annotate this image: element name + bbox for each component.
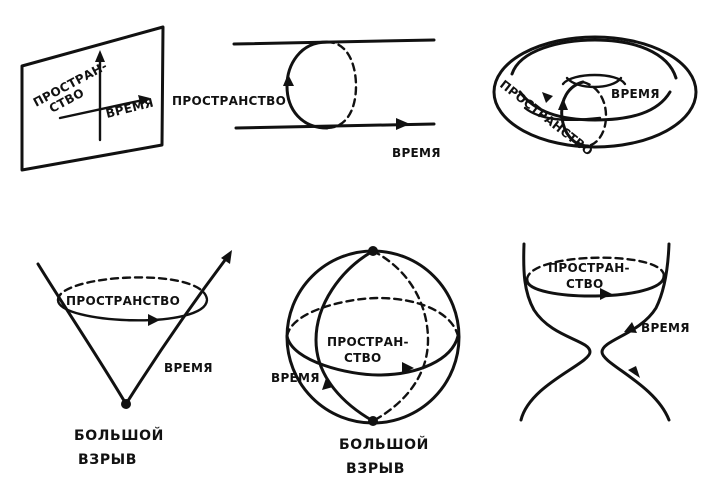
torus-inner-rim xyxy=(510,38,678,80)
hourglass-right-edge xyxy=(600,242,671,422)
torus-loop-back xyxy=(581,80,608,148)
panel-cone: ПРОСТРАНСТВО ВРЕМЯ БОЛЬШОЙ ВЗРЫВ xyxy=(36,250,232,468)
space-loop-front xyxy=(525,274,666,298)
cone-left-edge xyxy=(36,262,128,406)
space-label: ПРОСТРАНСТВО xyxy=(66,294,180,308)
space-loop-back xyxy=(525,256,666,282)
time-axis xyxy=(58,98,145,120)
space-loop-back xyxy=(325,40,358,130)
panel-hourglass: ПРОСТРАН- СТВО ВРЕМЯ xyxy=(519,242,690,422)
time-arrowhead-lower xyxy=(628,366,640,378)
big-bang-label-line1: БОЛЬШОЙ xyxy=(339,436,429,453)
time-arrowhead-upper xyxy=(624,322,637,333)
big-bang-label-line2: ВЗРЫВ xyxy=(346,461,405,477)
big-bang-point xyxy=(121,399,131,409)
equator-arrowhead xyxy=(402,362,414,374)
panel-flat-plane: ПРОСТРАН- СТВО ВРЕМЯ xyxy=(20,25,165,172)
time-path xyxy=(523,106,602,122)
meridian-back xyxy=(371,249,430,423)
time-arrowhead xyxy=(396,118,410,130)
time-label: ВРЕМЯ xyxy=(392,146,441,160)
panel-torus: ПРОСТРАНСТВО ВРЕМЯ xyxy=(492,35,698,159)
hourglass-left-edge xyxy=(519,242,592,422)
space-label: ПРОСТРАНСТВО xyxy=(497,77,596,158)
space-loop-arrowhead xyxy=(148,314,160,326)
time-label: ВРЕМЯ xyxy=(641,321,690,335)
time-label: ВРЕМЯ xyxy=(164,361,213,375)
big-bang-point xyxy=(368,416,378,426)
space-label-part2: СТВО xyxy=(566,277,604,291)
meridian-front xyxy=(314,249,375,423)
north-pole-point xyxy=(368,246,378,256)
space-label-part2: СТВО xyxy=(344,351,382,365)
space-axis-arrowhead xyxy=(95,50,105,62)
torus-inner-lower xyxy=(518,90,672,122)
big-bang-label-line1: БОЛЬШОЙ xyxy=(74,427,164,444)
space-loop-arrowhead xyxy=(283,74,294,86)
time-label: ВРЕМЯ xyxy=(104,96,155,121)
equator-back xyxy=(285,296,460,338)
torus-loop-front xyxy=(560,80,590,148)
panel-cylinder: ПРОСТРАНСТВО ВРЕМЯ xyxy=(172,38,441,160)
cone-right-edge xyxy=(124,254,230,406)
meridian-arrowhead xyxy=(322,378,333,390)
torus-outer xyxy=(492,35,698,149)
space-loop-arrowhead xyxy=(600,288,612,300)
space-label: ПРОСТРАНСТВО xyxy=(172,94,286,108)
space-label-part1: ПРОСТРАН- xyxy=(327,335,409,349)
space-loop-front xyxy=(56,298,209,322)
time-label: ВРЕМЯ xyxy=(271,371,320,385)
space-label-part1: ПРОСТРАН- xyxy=(548,261,630,275)
time-axis-arrowhead xyxy=(138,95,150,106)
big-bang-label-line2: ВЗРЫВ xyxy=(78,452,137,468)
torus-loop-arrowhead xyxy=(558,98,568,110)
time-label: ВРЕМЯ xyxy=(611,87,660,101)
plane-sheet xyxy=(20,25,165,172)
equator-front xyxy=(285,334,460,377)
torus-hole-top xyxy=(561,73,627,86)
panel-sphere: ПРОСТРАН- СТВО ВРЕМЯ БОЛЬШОЙ ВЗРЫВ xyxy=(271,246,461,477)
time-arrowhead xyxy=(542,92,553,103)
cone-edge-arrowhead xyxy=(221,250,232,264)
space-loop-back xyxy=(56,276,209,302)
